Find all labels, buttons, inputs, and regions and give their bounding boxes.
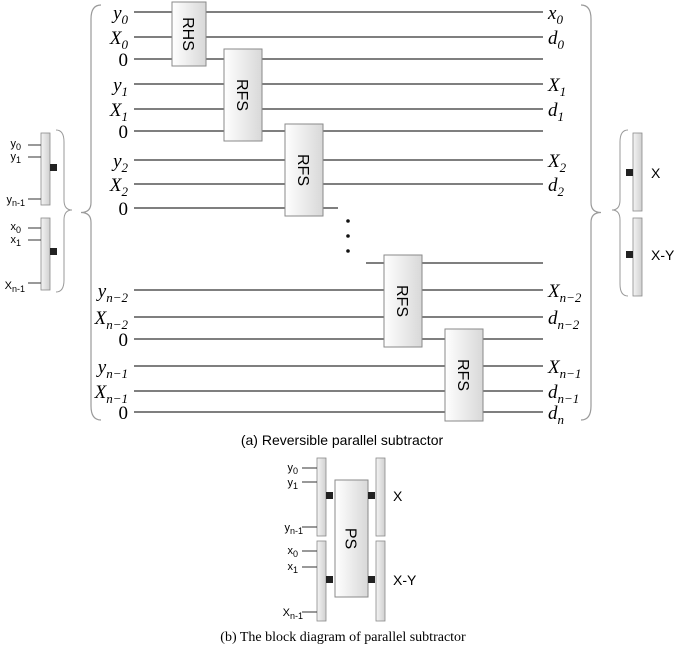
pin-label: y0 — [287, 462, 298, 476]
output-xy-label: X-Y — [651, 247, 675, 263]
output-label: dn−1 — [548, 382, 579, 406]
input-label: X1 — [109, 100, 128, 124]
output-label: Xn−1 — [547, 357, 581, 381]
output-label: X2 — [547, 151, 567, 175]
ancilla-zero-label: 0 — [119, 50, 129, 71]
ps-block — [334, 479, 369, 598]
side-brace-right — [611, 129, 629, 297]
input-label: Xn−2 — [94, 308, 129, 332]
port-marker — [326, 576, 333, 583]
pin-label: y1 — [287, 477, 298, 491]
output-bar-x — [375, 457, 386, 537]
port-marker — [368, 492, 375, 499]
output-label: Xn−2 — [547, 281, 582, 305]
output-bar-xy — [375, 540, 386, 622]
gate-box — [223, 48, 263, 142]
output-bar-x — [632, 132, 643, 212]
input-label: X0 — [109, 28, 129, 52]
ancilla-zero-label: 0 — [119, 330, 129, 351]
right-brace — [580, 4, 602, 421]
gate-box — [444, 328, 484, 422]
pin-label: Xn-1 — [283, 607, 303, 621]
gate-label: RHS — [179, 17, 196, 51]
gate-label: RFS — [454, 359, 471, 391]
port-marker — [368, 576, 375, 583]
input-bar-x — [316, 540, 327, 622]
continuation-dot — [346, 219, 350, 223]
input-label: yn−1 — [96, 357, 128, 381]
ancilla-zero-label: 0 — [119, 199, 129, 220]
input-label: yn−2 — [96, 281, 129, 305]
pin-label: y1 — [10, 151, 21, 165]
bus-bar-y — [40, 132, 51, 206]
output-label: d0 — [548, 28, 565, 52]
left-brace — [80, 4, 102, 421]
port-marker — [50, 164, 57, 171]
input-label: y2 — [111, 151, 128, 175]
port-marker — [626, 169, 633, 176]
gate-label: RFS — [393, 285, 410, 317]
output-label: x0 — [547, 3, 563, 27]
port-marker — [326, 492, 333, 499]
pin-label: y0 — [10, 138, 21, 152]
input-label: y1 — [111, 75, 128, 99]
pin-label: yn-1 — [284, 522, 303, 536]
ps-output-x-label: X — [393, 488, 403, 504]
output-x-label: X — [651, 165, 661, 181]
pin-label: x1 — [10, 234, 21, 248]
gate-label: RFS — [294, 154, 311, 186]
pin-label: x0 — [10, 221, 21, 235]
ancilla-zero-label: 0 — [119, 403, 129, 424]
bus-bar-x — [40, 217, 51, 291]
input-label: Xn−1 — [94, 382, 128, 406]
gate-label: RFS — [233, 79, 250, 111]
ps-output-xy-label: X-Y — [393, 572, 417, 588]
pin-label: x1 — [287, 561, 298, 575]
output-label: dn−2 — [548, 308, 580, 332]
continuation-dot — [346, 234, 350, 238]
input-label: y0 — [111, 3, 128, 27]
gate-box — [171, 1, 207, 67]
reversible-parallel-subtractor: y0X00y1X10y2X20yn−2Xn−20yn−1Xn−10x0d0X1d… — [80, 1, 602, 448]
output-label: d1 — [548, 100, 564, 124]
continuation-dot — [346, 249, 350, 253]
input-bar-y — [316, 457, 327, 537]
gate-box — [383, 254, 423, 348]
output-label: X1 — [547, 75, 566, 99]
ancilla-zero-label: 0 — [119, 122, 129, 143]
ps-label: PS — [342, 528, 359, 549]
gate-box — [284, 123, 324, 217]
side-brace-left — [55, 129, 73, 293]
pin-label: x0 — [287, 545, 298, 559]
output-label: d2 — [548, 175, 565, 199]
caption-b: (b) The block diagram of parallel subtra… — [220, 630, 466, 645]
output-label: dn — [548, 403, 564, 427]
port-marker — [50, 248, 57, 255]
pin-label: yn-1 — [6, 194, 25, 208]
pin-label: Xn-1 — [5, 280, 25, 294]
caption-a: (a) Reversible parallel subtractor — [241, 432, 444, 448]
port-marker — [626, 251, 633, 258]
output-bar-xy — [632, 217, 643, 297]
input-label: X2 — [109, 175, 129, 199]
